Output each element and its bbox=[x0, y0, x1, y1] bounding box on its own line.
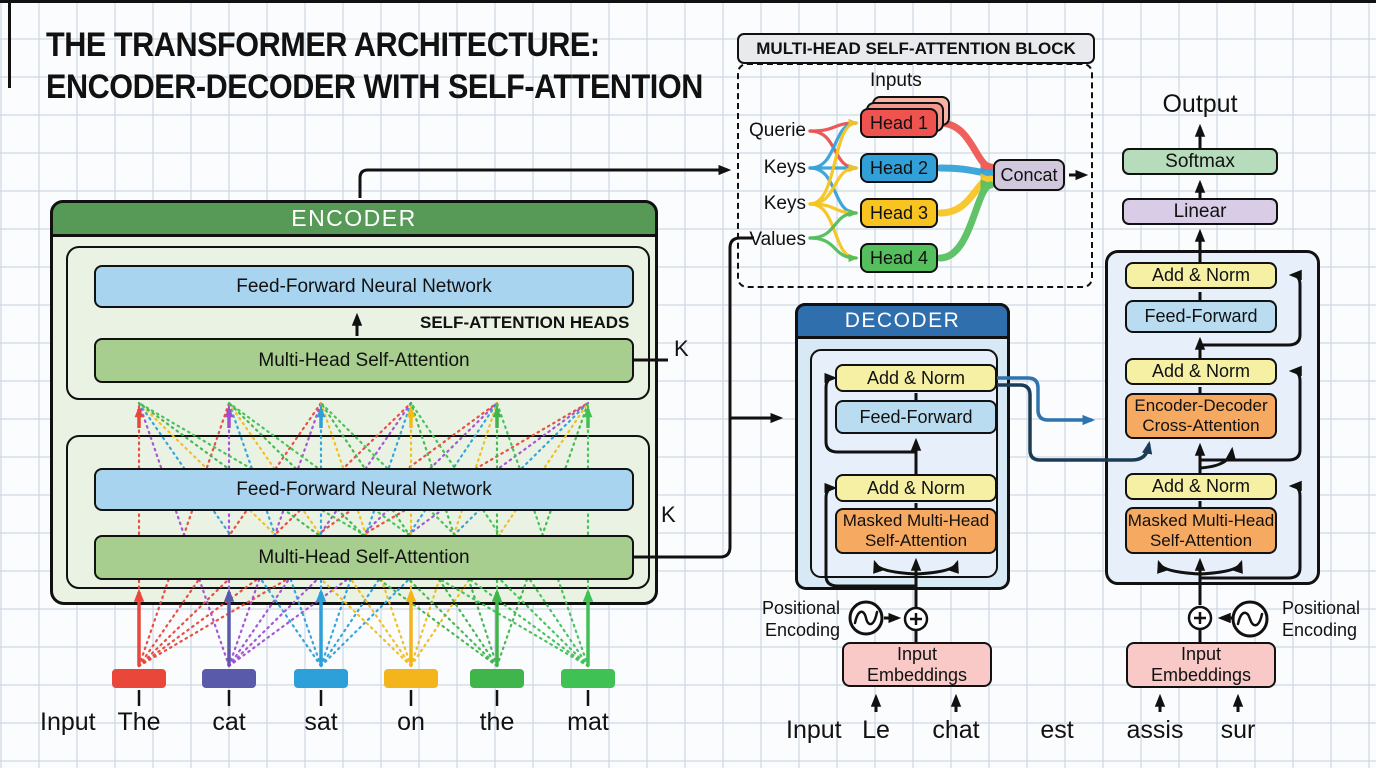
encoder-token-word: cat bbox=[212, 708, 246, 736]
page-title: THE TRANSFORMER ARCHITECTURE: ENCODER-DE… bbox=[46, 24, 703, 108]
stack-add-norm-3-label: Add & Norm bbox=[1151, 476, 1251, 497]
encoder-token-word: mat bbox=[567, 708, 609, 736]
encoder-ffnn-2: Feed-Forward Neural Network bbox=[94, 468, 634, 511]
multi-head-attention-block-header: MULTI-HEAD SELF-ATTENTION BLOCK bbox=[737, 33, 1095, 64]
attention-head-3: Head 3 bbox=[860, 198, 938, 228]
encoder-ffnn-1: Feed-Forward Neural Network bbox=[94, 265, 634, 308]
head-2-label: Head 2 bbox=[869, 157, 929, 178]
token-block-sat bbox=[294, 669, 348, 688]
stack-add-plus-icon bbox=[1189, 608, 1211, 630]
token-block-mat bbox=[561, 669, 615, 688]
decoder-input-embeddings-label: Input Embeddings bbox=[866, 643, 968, 685]
decoder-add-norm-1: Add & Norm bbox=[835, 364, 997, 392]
stack-add-norm-3: Add & Norm bbox=[1125, 473, 1277, 500]
attention-queries-label: Querie bbox=[748, 120, 806, 141]
stack-add-norm-2-label: Add & Norm bbox=[1151, 361, 1251, 382]
stack-cross-attention-label: Encoder-Decoder Cross-Attention bbox=[1134, 396, 1268, 435]
head-1-label: Head 1 bbox=[869, 112, 929, 133]
encoder-header: ENCODER bbox=[50, 200, 658, 237]
stack-cross-attention: Encoder-Decoder Cross-Attention bbox=[1125, 393, 1277, 439]
stack-feed-forward: Feed-Forward bbox=[1125, 300, 1277, 333]
stack-positional-encoding-label: Positional Encoding bbox=[1282, 598, 1361, 640]
token-block-the2 bbox=[470, 669, 524, 688]
attention-keys-label-1: Keys bbox=[763, 157, 806, 178]
decoder-positional-encoding-label: Positional Encoding bbox=[761, 598, 840, 640]
decoder-input-label: Input bbox=[786, 716, 842, 744]
encoder-mhsa-1-label: Multi-Head Self-Attention bbox=[258, 349, 470, 371]
stack-positional-encoding-sine-icon bbox=[1233, 602, 1267, 636]
attention-inputs-label: Inputs bbox=[870, 70, 922, 91]
decoder-header-label: DECODER bbox=[844, 309, 961, 332]
concat-label: Concat bbox=[1000, 164, 1058, 185]
decoder-feed-forward: Feed-Forward bbox=[835, 400, 997, 434]
encoder-token-word: sat bbox=[304, 708, 338, 736]
title-line-1: THE TRANSFORMER ARCHITECTURE: bbox=[46, 26, 600, 64]
softmax-box: Softmax bbox=[1122, 148, 1278, 175]
linear-label: Linear bbox=[1173, 200, 1227, 222]
softmax-label: Softmax bbox=[1165, 150, 1235, 172]
stack-token-word: sur bbox=[1220, 716, 1256, 744]
attention-values-label: Values bbox=[749, 229, 806, 250]
multi-head-attention-block-title: MULTI-HEAD SELF-ATTENTION BLOCK bbox=[756, 38, 1076, 58]
encoder-mhsa-2: Multi-Head Self-Attention bbox=[94, 535, 634, 580]
encoder-ffnn-2-label: Feed-Forward Neural Network bbox=[236, 478, 492, 500]
stack-input-embeddings: Input Embeddings bbox=[1126, 642, 1276, 688]
frame-line-left bbox=[8, 0, 11, 88]
stack-token-word: assis bbox=[1126, 716, 1184, 744]
stack-add-norm-2: Add & Norm bbox=[1125, 358, 1277, 385]
encoder-token-word: the bbox=[479, 708, 515, 736]
decoder-token-word: est bbox=[1040, 716, 1074, 744]
encoder-mhsa-2-label: Multi-Head Self-Attention bbox=[258, 546, 470, 568]
encoder-input-label: Input bbox=[40, 708, 96, 736]
decoder-token-word: Le bbox=[862, 716, 890, 744]
encoder-mhsa-1: Multi-Head Self-Attention bbox=[94, 338, 634, 383]
title-line-2: ENCODER-DECODER WITH SELF-ATTENTION bbox=[46, 68, 703, 107]
decoder-header: DECODER bbox=[795, 303, 1010, 339]
k-label-2: K bbox=[661, 502, 676, 527]
token-block-cat bbox=[202, 669, 256, 688]
decoder-add-norm-2: Add & Norm bbox=[835, 474, 997, 502]
encoder-token-word: The bbox=[117, 708, 161, 736]
linear-box: Linear bbox=[1122, 198, 1278, 225]
decoder-masked-mhsa-label: Masked Multi-Head Self-Attention bbox=[842, 511, 990, 550]
decoder-add-norm-2-label: Add & Norm bbox=[866, 477, 966, 498]
attention-keys-label-2: Keys bbox=[763, 193, 806, 214]
encoder-token-word: on bbox=[397, 708, 425, 736]
head-3-label: Head 3 bbox=[869, 202, 929, 223]
decoder-input-embeddings: Input Embeddings bbox=[842, 642, 992, 687]
multi-head-attention-block-frame bbox=[737, 63, 1093, 288]
stack-masked-mhsa: Masked Multi-Head Self-Attention bbox=[1125, 507, 1277, 554]
frame-line-top bbox=[0, 0, 1376, 3]
output-label: Output bbox=[1162, 90, 1238, 118]
encoder-header-label: ENCODER bbox=[291, 205, 417, 231]
head-4-label: Head 4 bbox=[869, 247, 929, 268]
stack-input-embeddings-label: Input Embeddings bbox=[1150, 644, 1252, 685]
stack-masked-mhsa-label: Masked Multi-Head Self-Attention bbox=[1127, 510, 1275, 550]
encoder-ffnn-1-label: Feed-Forward Neural Network bbox=[236, 275, 492, 297]
decoder-add-norm-1-label: Add & Norm bbox=[866, 367, 966, 388]
k-label-1: K bbox=[674, 336, 689, 361]
self-attention-heads-label: SELF-ATTENTION HEADS bbox=[420, 313, 630, 332]
attention-head-4: Head 4 bbox=[860, 243, 938, 273]
decoder-masked-mhsa: Masked Multi-Head Self-Attention bbox=[835, 508, 997, 554]
token-block-the1 bbox=[112, 669, 166, 688]
stack-feed-forward-label: Feed-Forward bbox=[1144, 306, 1258, 327]
decoder-positional-encoding-sine-icon bbox=[850, 602, 882, 634]
stack-add-norm-1-label: Add & Norm bbox=[1151, 265, 1251, 286]
stack-add-norm-1: Add & Norm bbox=[1125, 262, 1277, 289]
decoder-add-plus-icon bbox=[905, 608, 927, 630]
decoder-feed-forward-label: Feed-Forward bbox=[859, 406, 973, 427]
token-block-on bbox=[384, 669, 438, 688]
attention-head-1: Head 1 bbox=[860, 108, 938, 138]
concat-box: Concat bbox=[993, 159, 1065, 191]
attention-head-2: Head 2 bbox=[860, 153, 938, 183]
decoder-token-word: chat bbox=[932, 716, 980, 744]
